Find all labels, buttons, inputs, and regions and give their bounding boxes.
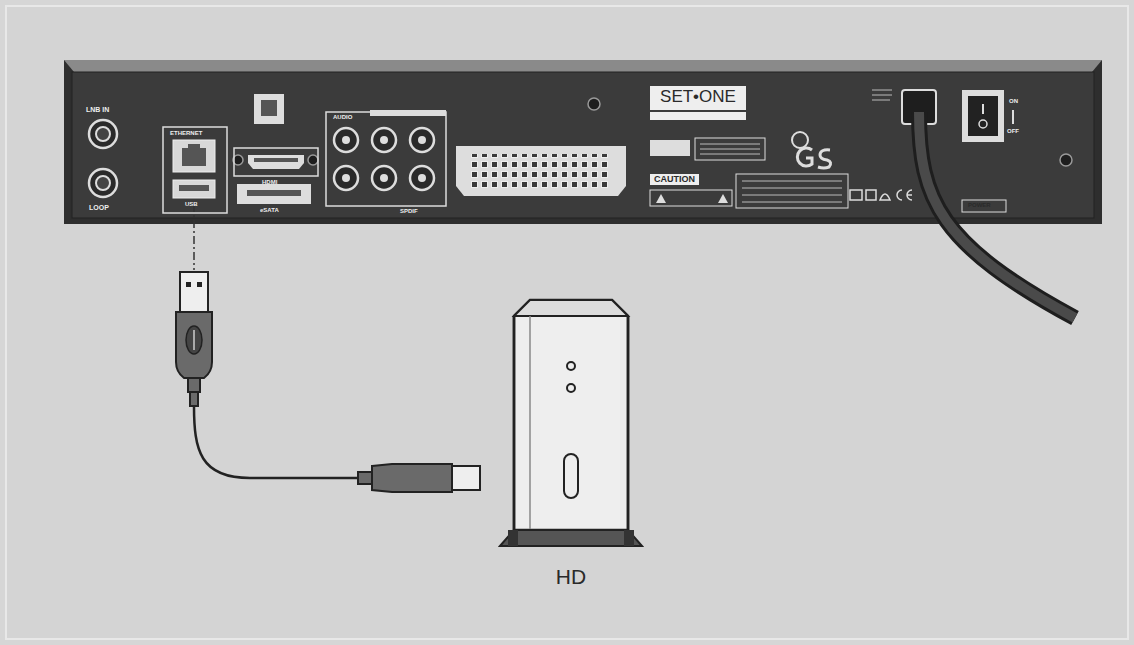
frame — [6, 6, 1128, 639]
hard-drive — [500, 300, 642, 546]
port-label: LOOP — [89, 204, 109, 211]
power-cord — [919, 112, 1075, 318]
power-cord — [919, 112, 1075, 318]
port-label: HDMI — [262, 179, 277, 185]
switch-label: OFF — [1007, 128, 1019, 134]
brand-name: SET•ONE — [660, 88, 736, 105]
port-label: LNB IN — [86, 106, 109, 113]
guide-line — [193, 204, 195, 270]
device-label: HD — [556, 566, 586, 587]
usb-a-plug — [176, 272, 212, 406]
switch-label: ON — [1009, 98, 1018, 104]
port-label: ETHERNET — [170, 130, 202, 136]
port-label: eSATA — [260, 207, 279, 213]
usb-cable — [194, 406, 360, 478]
switch-label: POWER — [968, 202, 991, 208]
usb-b-plug — [358, 464, 480, 492]
port-label: SPDIF — [400, 208, 418, 214]
receiver-panel — [64, 60, 1102, 224]
port-label: USB — [185, 201, 198, 207]
caution-label: CAUTION — [650, 174, 699, 185]
port-label: AUDIO — [333, 114, 352, 120]
